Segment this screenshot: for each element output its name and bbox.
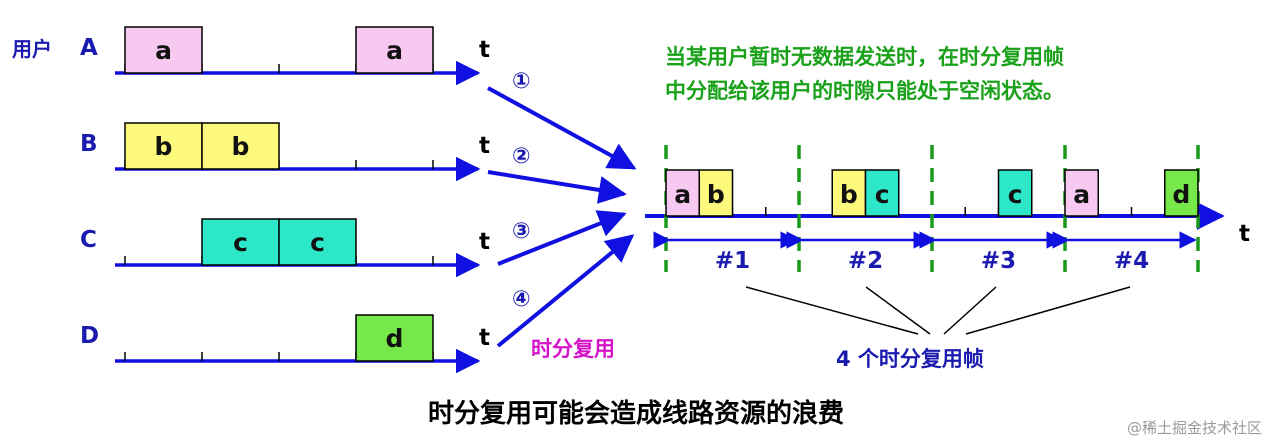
slot-letter: a xyxy=(1073,180,1090,209)
row-label-d: D xyxy=(80,323,99,349)
slot-letter: b xyxy=(840,180,858,209)
user-label: 用户 xyxy=(12,37,52,61)
time-label-t: t xyxy=(479,37,490,63)
watermark: @稀土掘金技术社区 xyxy=(1127,419,1262,437)
page-title: 时分复用可能会造成线路资源的浪费 xyxy=(428,398,844,429)
circled-number-4: ④ xyxy=(512,287,531,312)
data-block-a xyxy=(124,26,203,74)
frame-label: #4 xyxy=(1114,248,1149,274)
slot-letter: b xyxy=(707,180,725,209)
slot-letter: a xyxy=(674,180,691,209)
slot-block-d xyxy=(1164,169,1199,217)
time-label-t: t xyxy=(479,133,490,159)
note-line-1: 当某用户暂时无数据发送时，在时分复用帧 xyxy=(665,45,1064,69)
data-block-b xyxy=(124,122,203,170)
slot-letter: c xyxy=(875,180,890,209)
mux-arrow-1 xyxy=(487,86,637,170)
frame-label: #2 xyxy=(848,248,883,274)
slot-letter: c xyxy=(1008,180,1023,209)
slot-letter: d xyxy=(1172,180,1190,209)
frame-pointer-line xyxy=(745,286,919,335)
row-label-a: A xyxy=(80,35,98,61)
block-letter: c xyxy=(310,228,325,257)
data-block-a xyxy=(355,26,434,74)
block-letter: d xyxy=(386,324,404,353)
block-letter: a xyxy=(386,36,403,65)
frame-4: a d #4 xyxy=(1052,169,1199,274)
frame-label: #1 xyxy=(715,248,750,274)
block-letter: c xyxy=(233,228,248,257)
slot-block-b xyxy=(831,169,867,217)
time-label-t: t xyxy=(479,229,490,255)
tdm-label: 时分复用 xyxy=(531,337,615,361)
data-block-c xyxy=(278,218,357,266)
block-letter: b xyxy=(155,132,173,161)
frame-label: #3 xyxy=(981,248,1016,274)
data-block-b xyxy=(201,122,280,170)
mux-time-label-t: t xyxy=(1239,221,1250,247)
circled-number-3: ③ xyxy=(512,219,531,244)
frame-pointer-line xyxy=(943,286,997,335)
circled-number-2: ② xyxy=(512,144,531,169)
frames-label: 4 个时分复用帧 xyxy=(836,347,984,371)
row-label-c: C xyxy=(80,227,97,253)
mux-arrows: ① ② ③ ④ xyxy=(487,69,637,348)
slot-block-a xyxy=(1064,169,1099,217)
frame-3: c #3 xyxy=(919,169,1064,274)
time-label-t: t xyxy=(479,325,490,351)
frame-pointer-line xyxy=(865,286,931,335)
slot-block-b xyxy=(698,169,734,217)
data-block-d xyxy=(355,314,434,362)
row-label-b: B xyxy=(80,131,98,157)
mux-arrow-2 xyxy=(487,170,627,204)
slot-block-c xyxy=(864,169,900,217)
block-letter: b xyxy=(232,132,250,161)
block-letter: a xyxy=(155,36,172,65)
frame-pointer-line xyxy=(965,286,1131,335)
mux-arrow-3 xyxy=(497,210,627,266)
note-line-2: 中分配给该用户的时隙只能处于空闲状态。 xyxy=(665,79,1064,103)
slot-block-c xyxy=(997,169,1033,217)
mux-arrow-4 xyxy=(496,234,635,348)
circled-number-1: ① xyxy=(512,69,531,94)
